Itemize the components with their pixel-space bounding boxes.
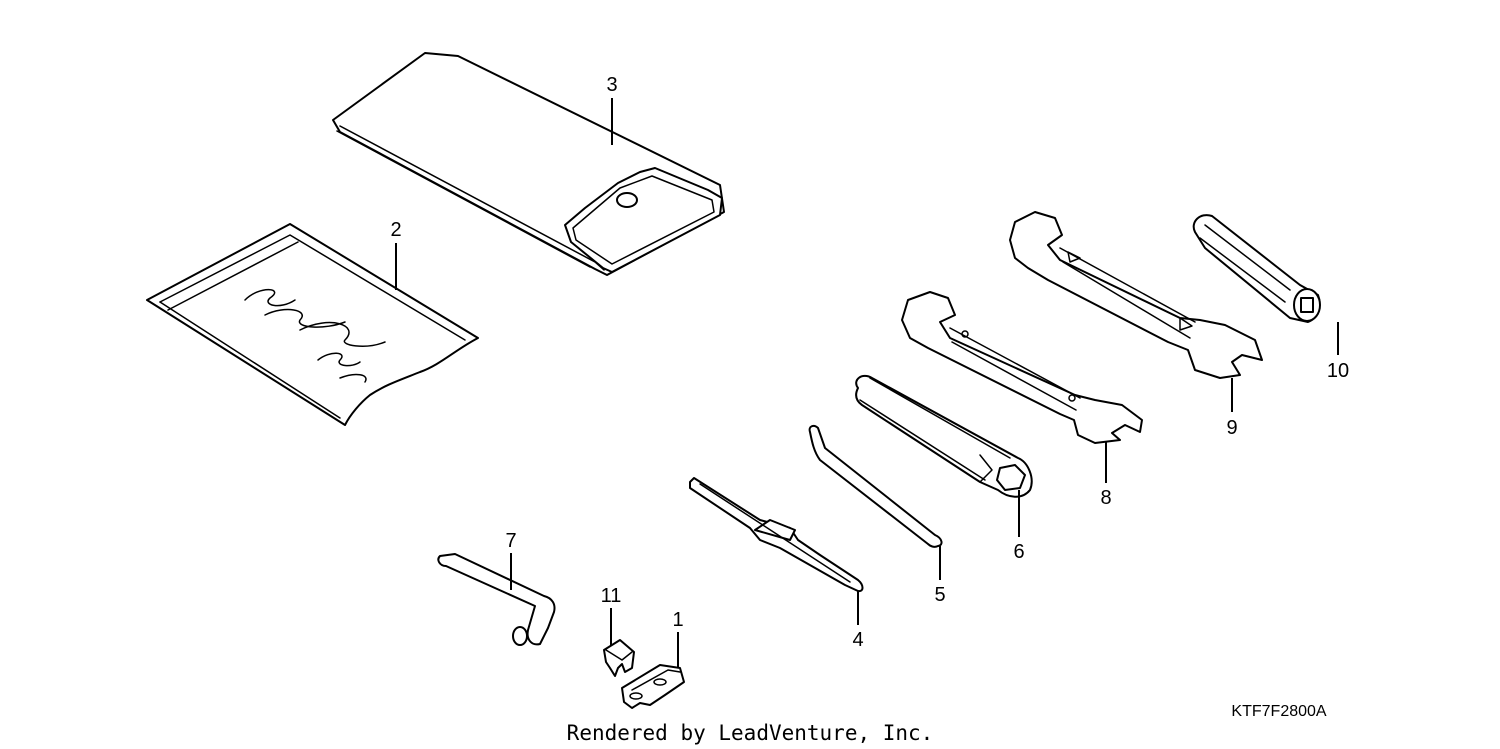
diagram-code: KTF7F2800A xyxy=(1231,703,1326,720)
part-screwdriver[interactable] xyxy=(689,477,864,593)
callout-5: 5 xyxy=(934,584,945,606)
part-hex-key[interactable] xyxy=(437,553,556,646)
callout-6: 6 xyxy=(1013,541,1024,563)
callout-11: 11 xyxy=(601,585,622,607)
callout-2: 2 xyxy=(390,219,401,241)
part-fuse[interactable] xyxy=(603,639,635,677)
part-document-bag[interactable] xyxy=(146,223,479,426)
credit-text: Rendered by LeadVenture, Inc. xyxy=(567,721,934,745)
part-wrench-lower[interactable] xyxy=(901,291,1143,444)
part-fuse-puller[interactable] xyxy=(621,664,685,709)
leader-lines xyxy=(395,98,1339,668)
part-tool-bag[interactable] xyxy=(332,52,725,276)
callout-7: 7 xyxy=(505,530,516,552)
part-wrench-upper[interactable] xyxy=(1009,211,1263,379)
callout-8: 8 xyxy=(1100,487,1111,509)
callout-labels: 3 2 10 9 8 6 5 4 7 11 1 xyxy=(390,74,1349,651)
part-tool-handle-bar[interactable] xyxy=(808,424,943,548)
part-screwdriver-handle[interactable] xyxy=(1192,214,1321,323)
callout-3: 3 xyxy=(606,74,617,96)
callout-1: 1 xyxy=(672,609,683,631)
callout-4: 4 xyxy=(852,629,863,651)
part-spark-plug-wrench[interactable] xyxy=(855,374,1033,498)
callout-9: 9 xyxy=(1226,417,1237,439)
callout-10: 10 xyxy=(1327,360,1349,382)
